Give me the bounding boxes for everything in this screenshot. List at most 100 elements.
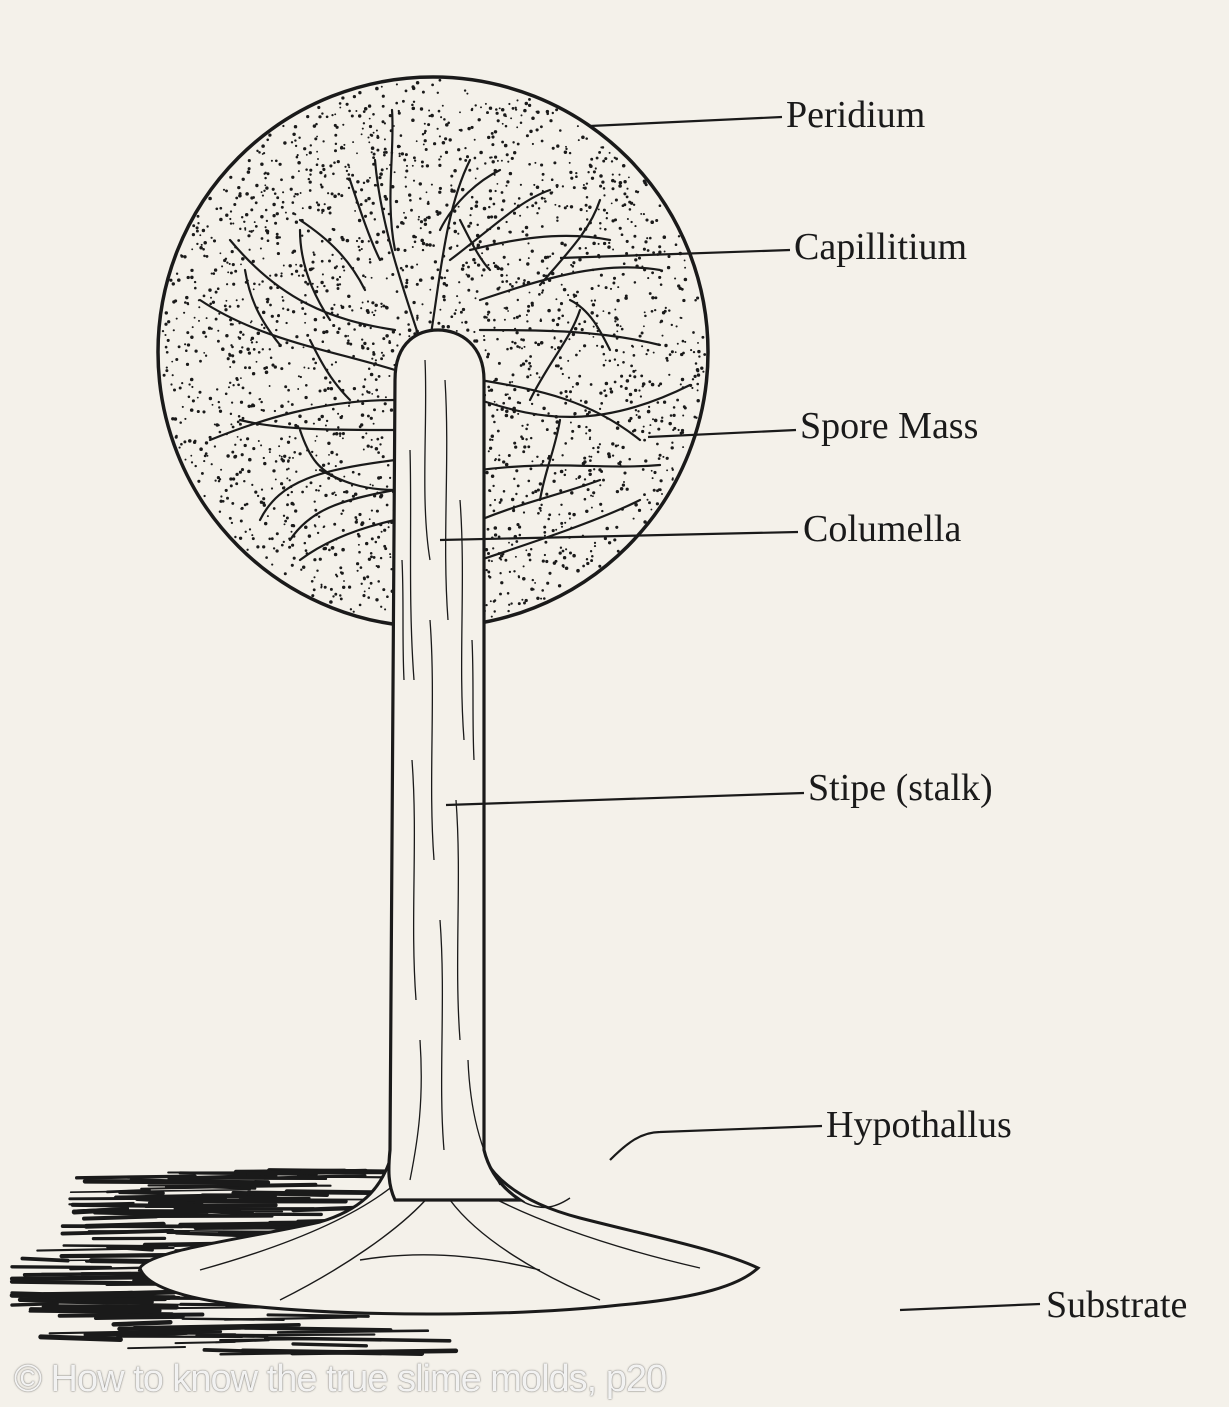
spore-dot [509,283,512,286]
spore-dot [502,460,505,463]
spore-dot [658,488,660,490]
spore-dot [536,456,538,458]
spore-dot [597,285,599,287]
spore-dot [677,343,679,345]
spore-dot [625,399,628,402]
spore-dot [450,246,452,248]
spore-dot [493,319,496,322]
spore-dot [224,304,227,307]
spore-dot [261,237,264,240]
spore-dot [315,489,317,491]
leader-substrate [900,1304,1040,1310]
spore-dot [367,300,369,302]
spore-dot [323,389,326,392]
spore-dot [341,96,344,99]
spore-dot [400,134,403,137]
spore-dot [557,308,560,311]
spore-dot [256,150,258,152]
spore-dot [600,402,603,405]
spore-dot [603,242,606,245]
spore-dot [486,355,489,358]
spore-dot [499,107,501,109]
spore-dot [215,207,218,210]
spore-dot [275,460,278,463]
spore-dot [494,401,496,403]
spore-dot [507,592,510,595]
spore-dot [358,237,360,239]
spore-dot [353,387,356,390]
spore-dot [530,192,533,195]
spore-dot [443,118,446,121]
spore-dot [551,178,554,181]
spore-dot [329,600,333,604]
spore-dot [308,367,310,369]
spore-dot [352,495,355,498]
spore-dot [414,241,417,244]
spore-dot [268,133,271,136]
spore-dot [305,168,308,171]
spore-dot [205,355,207,357]
spore-dot [628,458,631,461]
spore-dot [490,215,493,218]
spore-dot [578,323,581,326]
spore-dot [362,302,364,304]
spore-dot [582,187,584,189]
spore-dot [592,242,596,246]
spore-dot [633,204,635,206]
spore-dot [371,146,375,150]
spore-dot [376,149,379,152]
spore-dot [185,349,188,352]
spore-dot [219,431,222,434]
spore-dot [237,186,240,189]
spore-dot [532,143,534,145]
spore-dot [549,255,551,257]
spore-dot [190,378,194,382]
spore-dot [544,256,548,260]
spore-dot [197,215,200,218]
spore-dot [216,388,218,390]
spore-dot [497,119,500,122]
spore-dot [517,277,520,280]
spore-dot [560,391,563,394]
spore-dot [664,251,666,253]
spore-dot [289,479,291,481]
spore-dot [512,107,515,110]
spore-dot [258,283,260,285]
spore-dot [344,166,346,168]
spore-dot [664,344,667,347]
spore-dot [466,328,469,331]
spore-dot [322,331,325,334]
spore-dot [269,385,271,387]
spore-dot [610,390,613,393]
spore-dot [585,426,587,428]
spore-dot [507,161,509,163]
spore-dot [275,478,277,480]
spore-dot [209,302,212,305]
spore-dot [243,480,245,482]
spore-dot [440,116,442,118]
spore-dot [615,349,618,352]
spore-dot [199,360,202,363]
spore-dot [531,204,534,207]
hatch-stroke [69,1203,133,1204]
spore-dot [199,234,201,236]
spore-dot [412,246,414,248]
spore-dot [671,442,673,444]
spore-dot [580,400,582,402]
spore-dot [193,441,196,444]
spore-dot [552,319,555,322]
spore-dot [373,153,376,156]
spore-dot [303,346,305,348]
spore-dot [324,203,326,205]
spore-dot [624,296,628,300]
spore-dot [378,176,381,179]
spore-dot [619,181,623,185]
spore-dot [497,227,500,230]
spore-dot [197,222,199,224]
spore-dot [362,274,365,277]
spore-dot [360,203,363,206]
spore-dot [370,211,373,214]
spore-dot [346,239,350,243]
spore-dot [462,264,465,267]
spore-dot [569,390,572,393]
